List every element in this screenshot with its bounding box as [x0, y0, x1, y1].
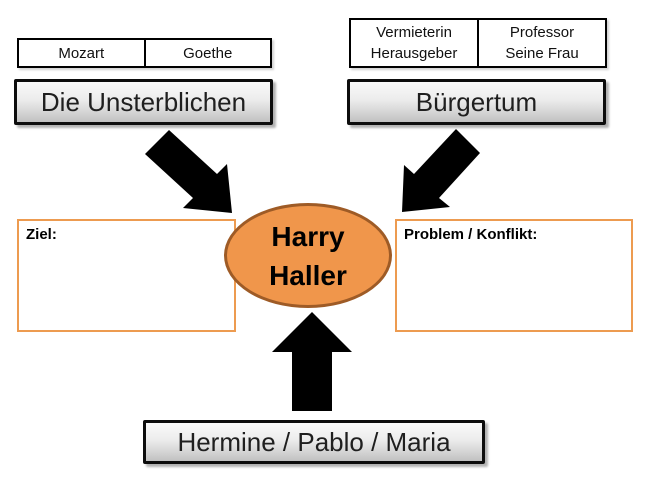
protagonist-name-line2: Haller: [269, 259, 347, 291]
goal-field-label: Ziel:: [26, 226, 57, 243]
arrow-up-icon: [272, 312, 352, 411]
bourgeoisie-role-cell-2: Professor Seine Frau: [477, 20, 605, 66]
goal-field: Ziel:: [17, 219, 236, 332]
arrow-down-left-icon: [402, 129, 480, 212]
group-label: Bürgertum: [415, 86, 538, 117]
role-label: Goethe: [183, 44, 233, 62]
group-label: Die Unsterblichen: [40, 86, 247, 117]
role-label: Mozart: [58, 44, 105, 62]
group-label: Hermine / Pablo / Maria: [177, 426, 451, 457]
group-box-die-unsterblichen: Die Unsterblichen: [14, 79, 273, 125]
bourgeoisie-roles-table: Vermieterin Herausgeber Professor Seine …: [349, 18, 607, 68]
group-box-companions: Hermine / Pablo / Maria: [143, 420, 485, 464]
conflict-field-label: Problem / Konflikt:: [404, 226, 538, 243]
conflict-field: Problem / Konflikt:: [395, 219, 633, 332]
protagonist-name-line1: Harry: [271, 220, 345, 252]
arrow-down-right-icon: [145, 130, 232, 213]
immortals-role-mozart: Mozart: [19, 40, 144, 66]
role-line: Vermieterin: [376, 24, 452, 41]
protagonist-ellipse: Harry Haller: [224, 203, 392, 308]
bourgeoisie-role-cell-1: Vermieterin Herausgeber: [351, 20, 477, 66]
role-line: Herausgeber: [370, 45, 458, 62]
immortals-role-goethe: Goethe: [143, 40, 271, 66]
role-line: Professor: [509, 24, 575, 41]
role-line: Seine Frau: [505, 45, 579, 62]
group-box-buergertum: Bürgertum: [347, 79, 606, 125]
immortals-roles-table: Mozart Goethe: [17, 38, 272, 68]
